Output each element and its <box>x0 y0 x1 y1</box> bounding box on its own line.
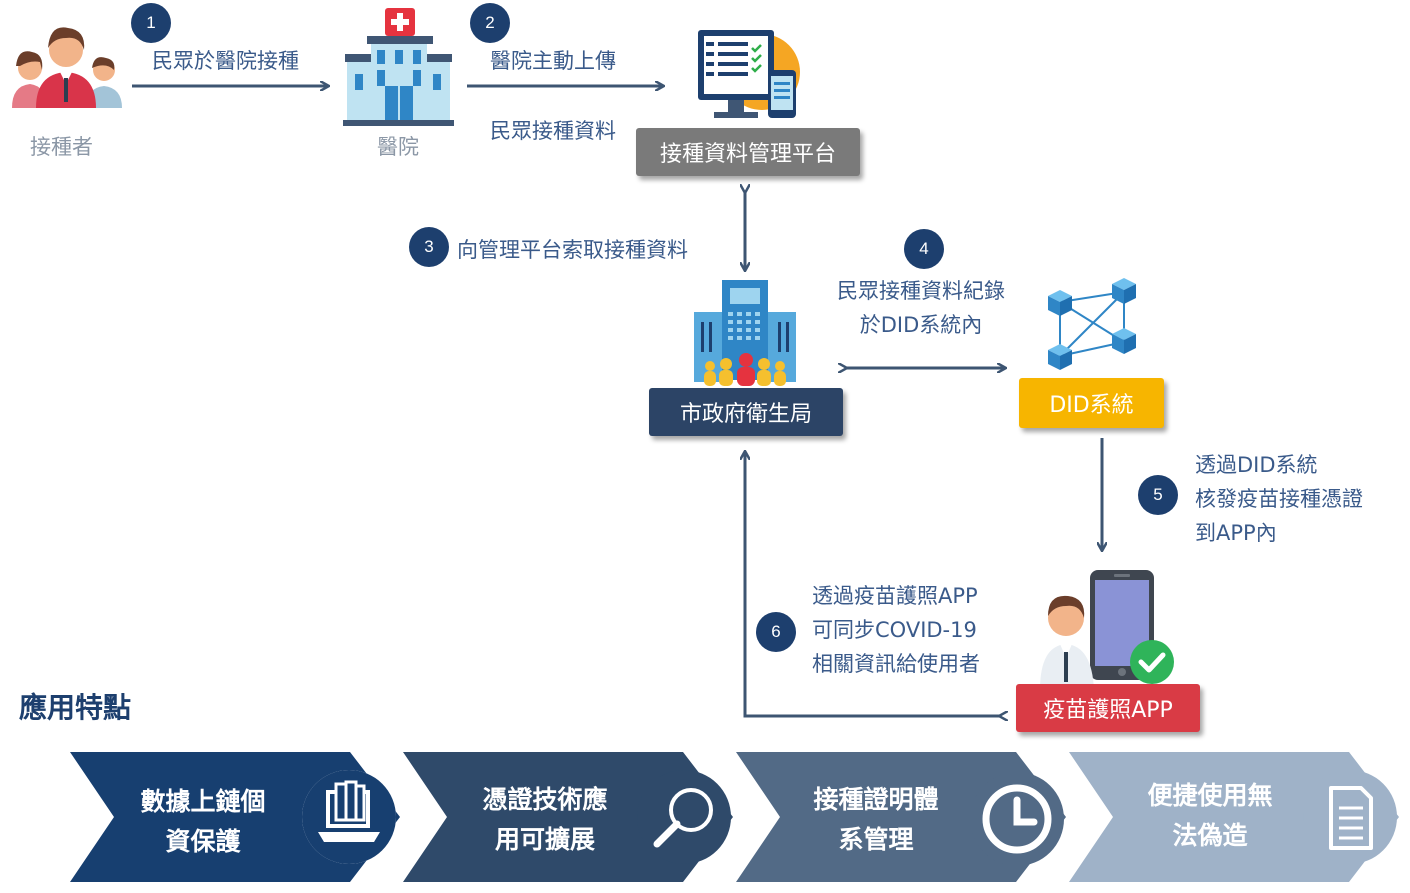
feature-banner-2: 憑證技術應 用可擴展 <box>403 752 733 882</box>
features-title: 應用特點 <box>19 691 132 724</box>
step-6-line-2: 可同步COVID-19 <box>812 618 977 642</box>
feature-4-text: 便捷使用無 法偽造 <box>1147 781 1273 850</box>
feature-3-text: 接種證明體 系管理 <box>813 785 939 854</box>
step-5-line-3: 到APP內 <box>1195 521 1277 545</box>
vaccinee-label: 接種者 <box>30 135 93 159</box>
feature-banner-1: 數據上鏈個 資保護 <box>70 752 400 882</box>
step-6-badge: 6 <box>756 612 796 652</box>
did-label: DID系統 <box>1049 393 1134 418</box>
step-2-sublabel: 民眾接種資料 <box>490 119 616 143</box>
phone-user-icon <box>1040 570 1174 690</box>
step-1-label: 民眾於醫院接種 <box>152 49 299 73</box>
step-3-label: 向管理平台索取接種資料 <box>457 238 688 262</box>
hospital-icon <box>343 8 454 126</box>
step-2-badge: 2 <box>470 3 510 43</box>
laptop-files-icon <box>302 770 396 864</box>
platform-box: 接種資料管理平台 <box>636 128 860 176</box>
step-1-badge: 1 <box>131 3 171 43</box>
did-box: DID系統 <box>1019 378 1164 428</box>
bureau-box: 市政府衛生局 <box>649 388 843 436</box>
people-icon <box>12 27 122 108</box>
step-6-line-1: 透過疫苗護照APP <box>812 584 978 608</box>
step-5-label: 透過DID系統 核發疫苗接種憑證 到APP內 <box>1195 448 1363 550</box>
magnifier-icon <box>637 770 731 864</box>
step-6-label: 透過疫苗護照APP 可同步COVID-19 相關資訊給使用者 <box>812 579 980 681</box>
step-4-badge: 4 <box>904 229 944 269</box>
hospital-label: 醫院 <box>377 135 419 159</box>
step-2-label: 醫院主動上傳 <box>490 49 616 73</box>
step-5-line-2: 核發疫苗接種憑證 <box>1195 487 1363 511</box>
platform-dashboard-icon <box>698 30 800 118</box>
feature-banner-3: 接種證明體 系管理 <box>736 752 1066 882</box>
step-4-line-2: 於DID系統內 <box>859 313 983 337</box>
app-label: 疫苗護照APP <box>1043 698 1173 723</box>
clock-icon <box>970 772 1064 866</box>
feature-2-text: 憑證技術應 用可擴展 <box>482 785 608 854</box>
feature-1-text: 數據上鏈個 資保護 <box>140 787 266 856</box>
app-box: 疫苗護照APP <box>1016 684 1200 732</box>
feature-banner-4: 便捷使用無 法偽造 <box>1069 752 1401 882</box>
blockchain-network-icon <box>1048 278 1136 370</box>
arrow-app-bureau <box>745 452 1000 716</box>
bureau-building-icon <box>694 280 796 386</box>
document-icon <box>1303 770 1397 864</box>
step-5-line-1: 透過DID系統 <box>1195 453 1318 477</box>
bureau-label: 市政府衛生局 <box>679 402 812 427</box>
step-4-line-1: 民眾接種資料紀錄 <box>837 279 1005 303</box>
step-4-label: 民眾接種資料紀錄 於DID系統內 <box>837 274 1005 342</box>
platform-label: 接種資料管理平台 <box>659 142 836 167</box>
step-5-badge: 5 <box>1138 475 1178 515</box>
step-6-line-3: 相關資訊給使用者 <box>812 652 980 676</box>
step-3-badge: 3 <box>409 227 449 267</box>
